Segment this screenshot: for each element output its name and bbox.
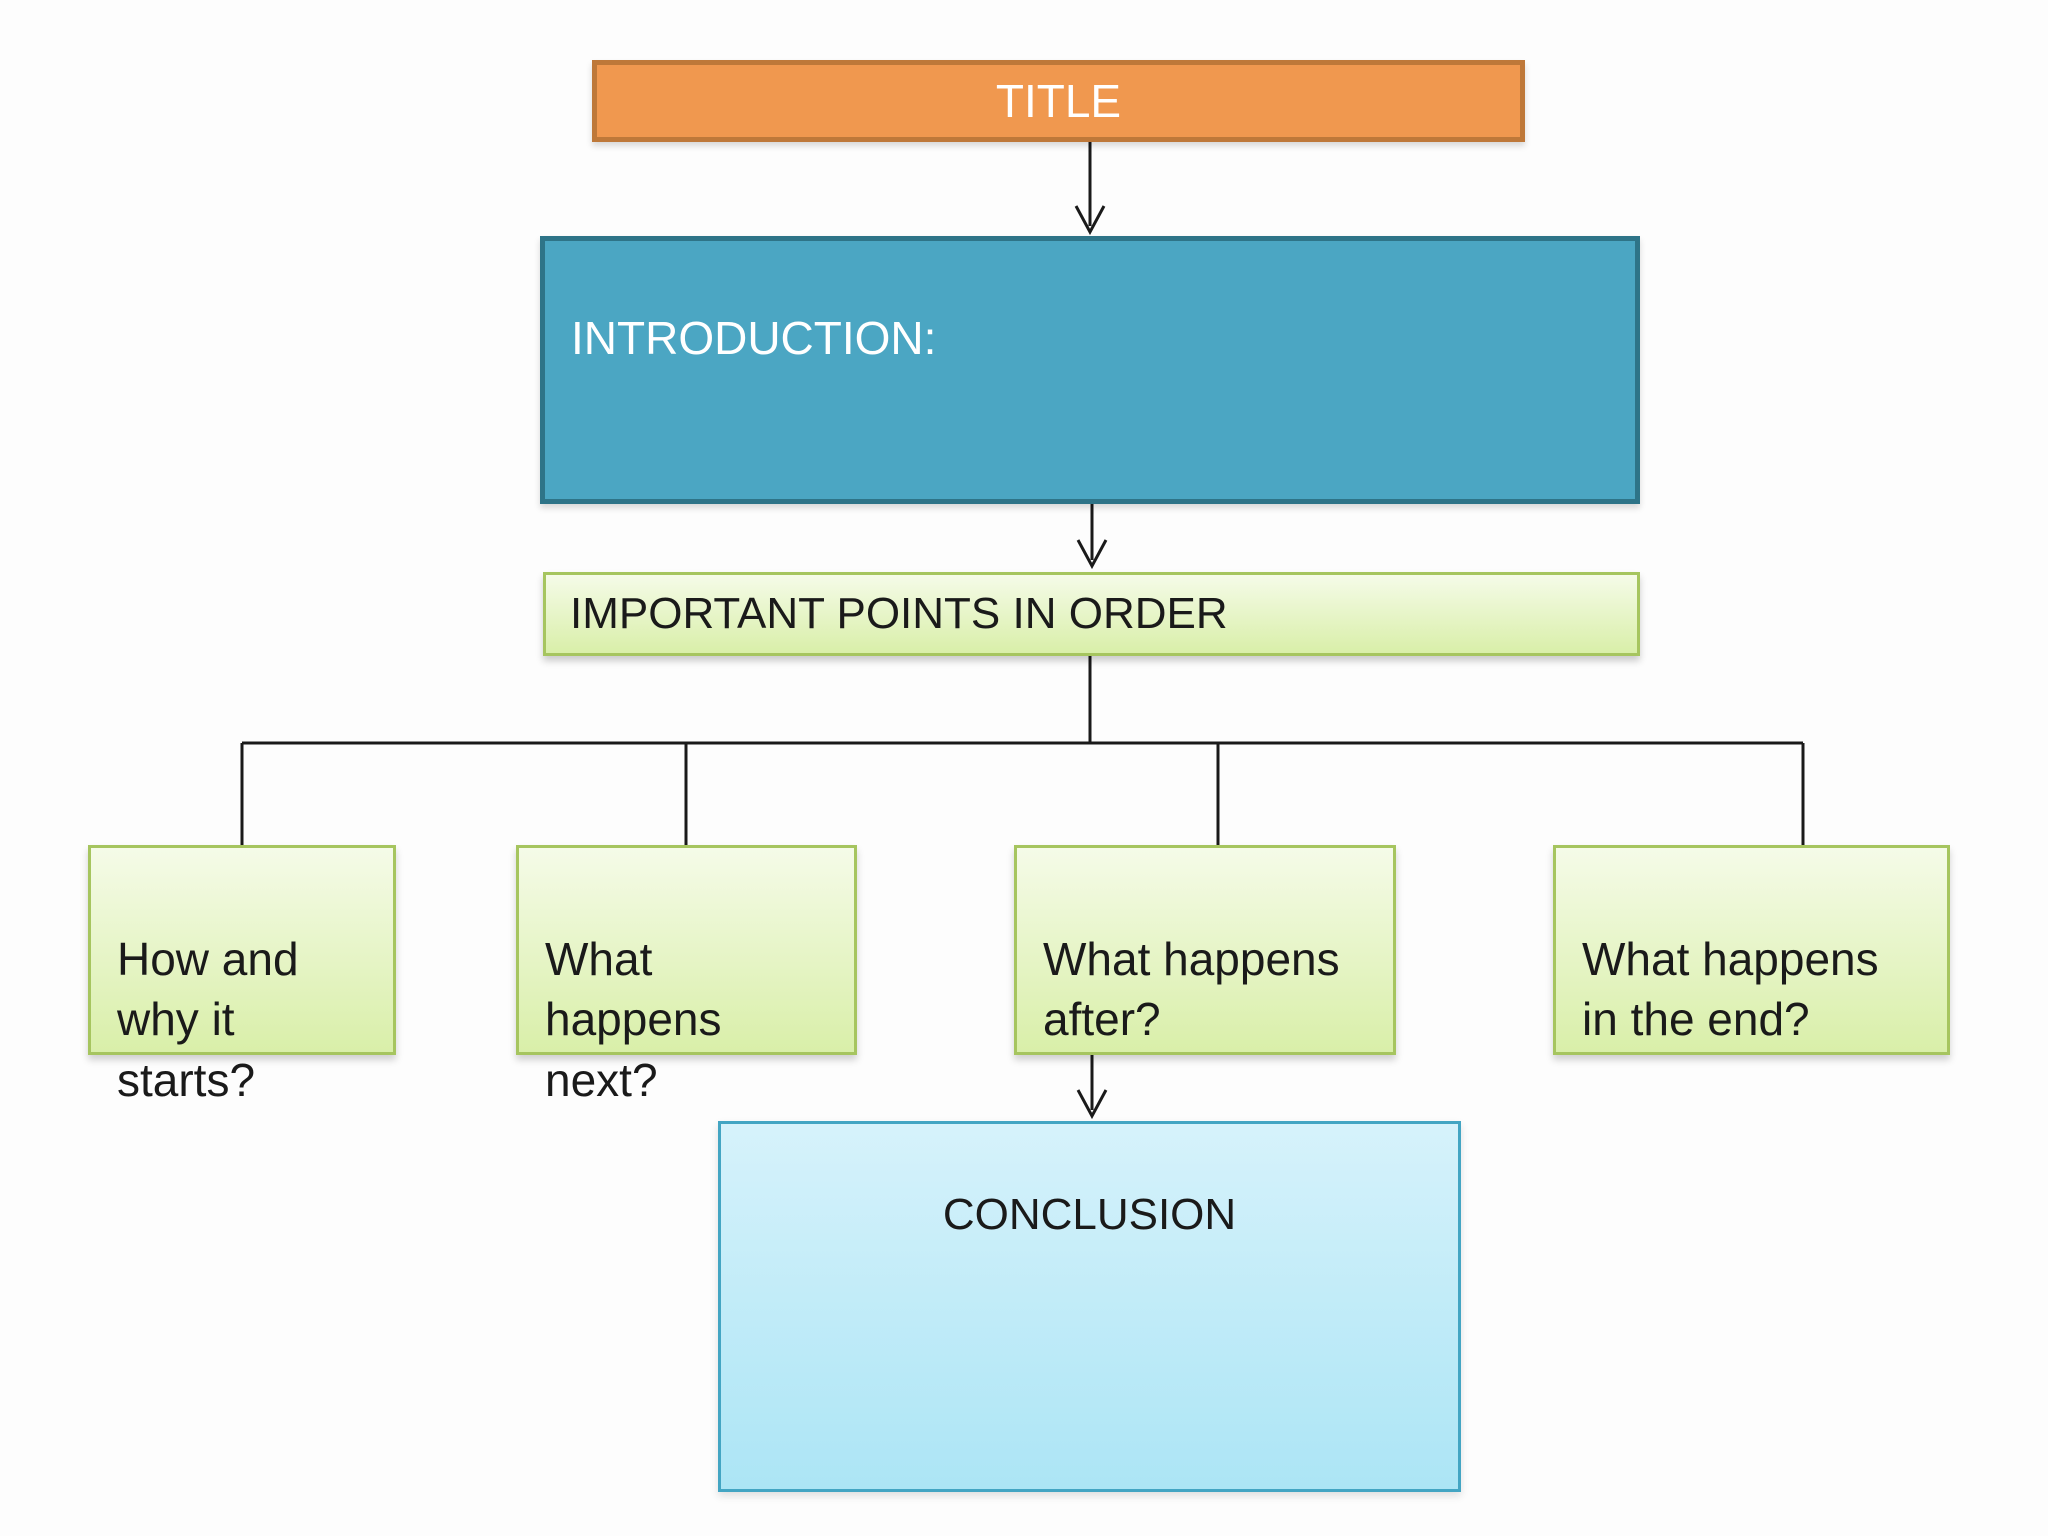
point-3-label: What happens after?	[1043, 932, 1340, 1046]
point-box-1: How and why it starts?	[88, 845, 396, 1106]
edge-point-3-to-conclusion	[1076, 1055, 1108, 1120]
conclusion-box: CONCLUSION	[718, 1121, 1461, 1492]
point-1-label: How and why it starts?	[117, 932, 299, 1107]
introduction-label: INTRODUCTION:	[571, 312, 937, 364]
arrowhead-down-icon	[1076, 1089, 1108, 1120]
point-box-2: What happens next?	[516, 845, 857, 1106]
edge-introduction-to-important-points	[1076, 504, 1108, 570]
introduction-box: INTRODUCTION:	[540, 236, 1640, 504]
arrowhead-down-icon	[1076, 539, 1108, 570]
edge-title-to-introduction	[1074, 142, 1106, 236]
point-2-label: What happens next?	[545, 932, 722, 1107]
point-box-3: What happens after?	[1014, 845, 1396, 1055]
title-box: TITLE	[592, 60, 1525, 142]
title-label: TITLE	[995, 75, 1122, 127]
point-4-label: What happens in the end?	[1582, 932, 1879, 1046]
conclusion-label: CONCLUSION	[942, 1190, 1237, 1239]
point-box-4: What happens in the end?	[1553, 845, 1950, 1055]
important-points-label: IMPORTANT POINTS IN ORDER	[570, 589, 1228, 638]
important-points-box: IMPORTANT POINTS IN ORDER	[543, 572, 1640, 656]
arrowhead-down-icon	[1074, 205, 1106, 236]
edge-important-points-tree	[240, 656, 1805, 845]
